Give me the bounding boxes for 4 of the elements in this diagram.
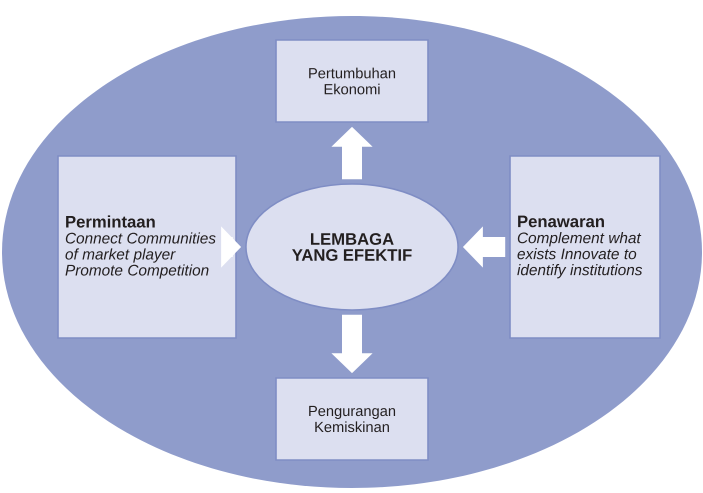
text-box: Pertumbuhan Ekonomi: [275, 39, 429, 123]
text-box: Permintaan Connect Communities of market player Promote Competition: [57, 155, 237, 339]
text-box: Pengurangan Kemiskinan: [275, 377, 429, 461]
text-box: Penawaran Complement what exists Innovate to identify institutions: [509, 155, 661, 339]
